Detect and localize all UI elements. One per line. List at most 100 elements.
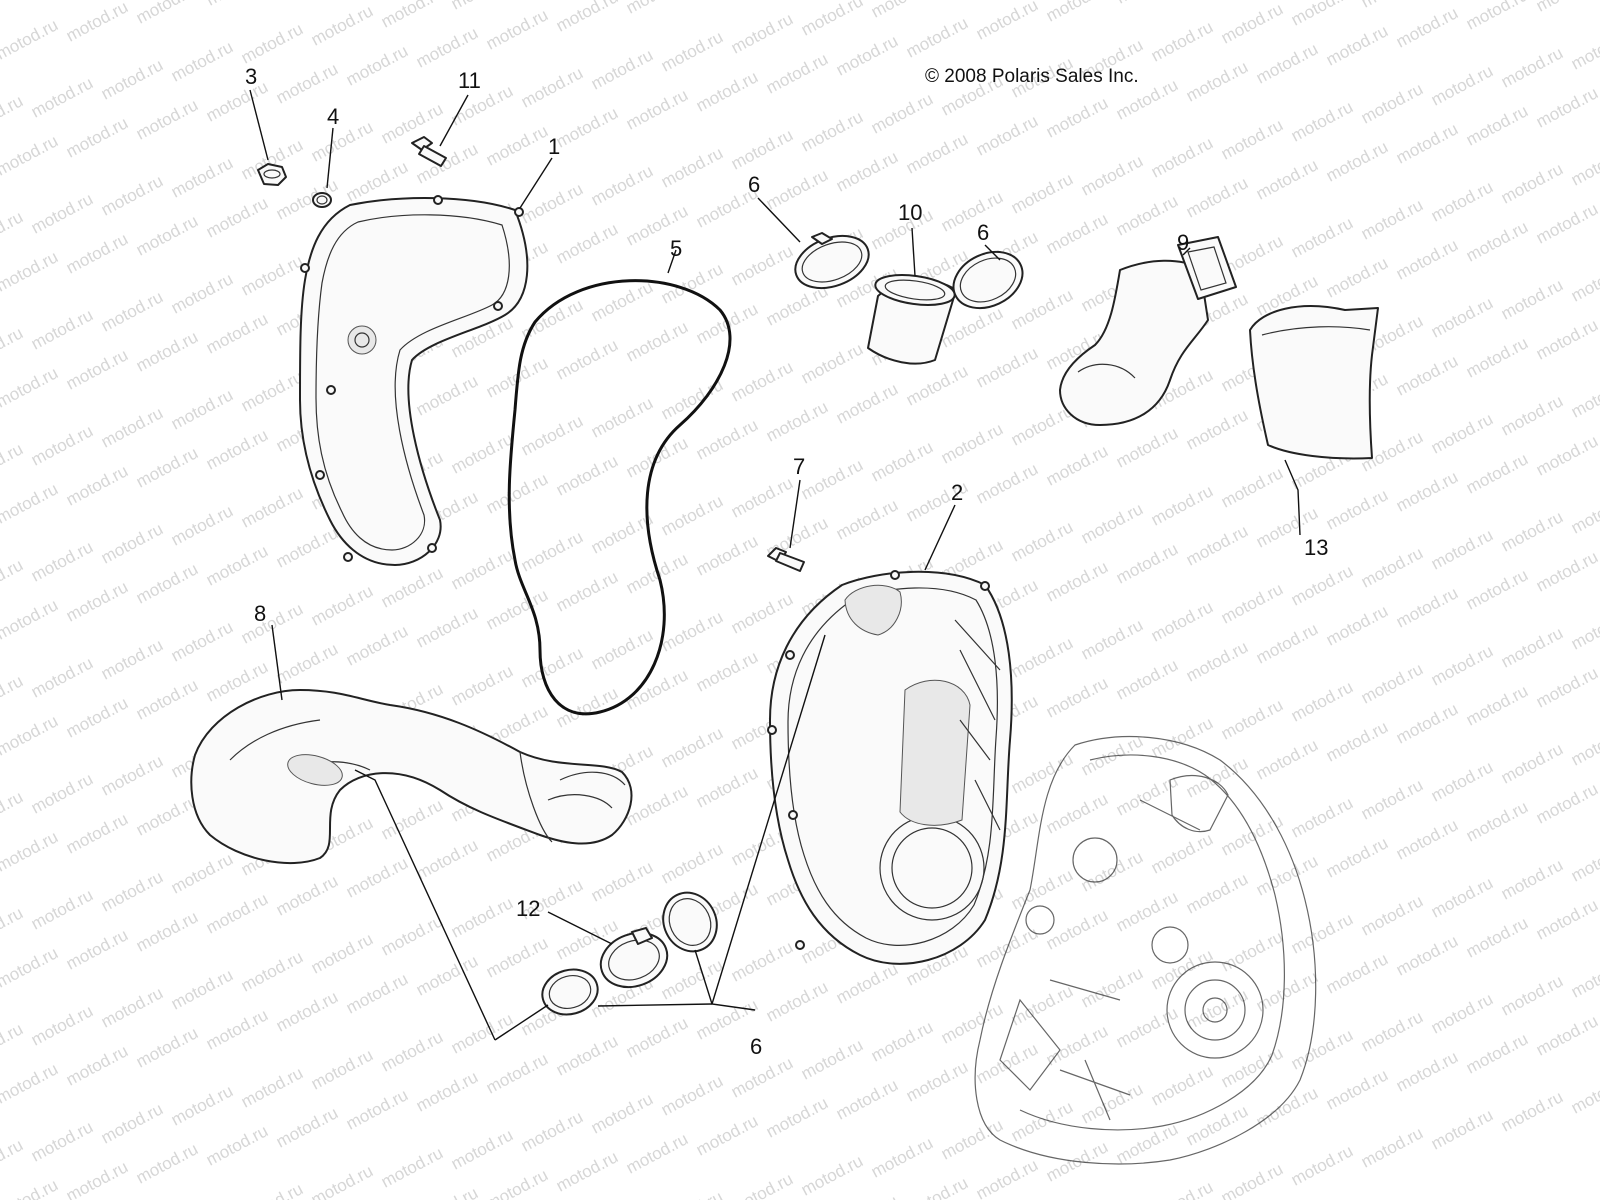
watermark-text: motod.ru [273,639,341,687]
watermark-text: motod.ru [1498,159,1566,207]
watermark-text: motod.ru [1568,257,1600,305]
watermark-text: motod.ru [798,1035,866,1083]
watermark-text: motod.ru [1533,315,1600,363]
watermark-text: motod.ru [623,0,691,18]
watermark-text: motod.ru [203,77,271,125]
watermark-text: motod.ru [1288,561,1356,609]
watermark-text: motod.ru [0,439,26,487]
watermark-text: motod.ru [938,1115,1006,1163]
watermark-text: motod.ru [448,1125,516,1173]
watermark-text: motod.ru [343,41,411,89]
watermark-text: motod.ru [1288,0,1356,30]
watermark-text: motod.ru [658,27,726,75]
watermark-text: motod.ru [1323,21,1391,69]
watermark-text: motod.ru [0,827,61,875]
watermark-text: motod.ru [1218,927,1286,975]
watermark-text: motod.ru [1428,409,1496,457]
watermark-text: motod.ru [658,839,726,887]
watermark-text: motod.ru [273,523,341,571]
watermark-text: motod.ru [1043,209,1111,257]
watermark-text: motod.ru [1568,953,1600,1001]
part-12-clamp [599,927,669,989]
watermark-text: motod.ru [0,131,61,179]
watermark-text: motod.ru [1183,173,1251,221]
watermark-text: motod.ru [518,527,586,575]
watermark-text: motod.ru [0,1059,61,1107]
watermark-text: motod.ru [238,367,306,415]
watermark-text: motod.ru [1288,909,1356,957]
watermark-text: motod.ru [448,429,516,477]
watermark-text: motod.ru [28,653,96,701]
watermark-text: motod.ru [728,589,796,637]
watermark-text: motod.ru [28,1117,96,1165]
watermark-text: motod.ru [1463,1029,1531,1077]
copyright-text: © 2008 Polaris Sales Inc. [925,66,1139,87]
watermark-text: motod.ru [203,541,271,589]
watermark-text: motod.ru [1078,963,1146,1011]
watermark-text: motod.ru [413,1183,481,1200]
watermark-text: motod.ru [203,0,271,10]
watermark-text: motod.ru [1008,285,1076,333]
watermark-text: motod.ru [133,327,201,375]
watermark-text: motod.ru [273,987,341,1035]
watermark-text: motod.ru [1498,971,1566,1019]
watermark-text: motod.ru [343,969,411,1017]
watermark-text: motod.ru [1183,57,1251,105]
watermark-text: motod.ru [553,567,621,615]
watermark-text: motod.ru [483,469,551,517]
watermark-text: motod.ru [378,99,446,147]
watermark-text: motod.ru [763,165,831,213]
watermark-text: motod.ru [1358,543,1426,591]
watermark-text: motod.ru [238,599,306,647]
watermark-text: motod.ru [1148,481,1216,529]
watermark-text: motod.ru [413,951,481,999]
watermark-text: motod.ru [1393,3,1461,51]
watermark-text: motod.ru [553,0,621,36]
watermark-text: motod.ru [1428,525,1496,573]
part-1-outer-cover [299,195,529,566]
watermark-text: motod.ru [798,0,866,40]
watermark-text: motod.ru [973,0,1041,44]
callout-5: 5 [670,236,682,261]
watermark-text: motod.ru [168,269,236,317]
callout-13: 13 [1304,535,1328,560]
watermark-text: motod.ru [63,809,131,857]
watermark-text: motod.ru [63,925,131,973]
watermark-text: motod.ru [868,0,936,22]
watermark-text: motod.ru [1043,905,1111,953]
watermark-text: motod.ru [553,1147,621,1195]
watermark-text: motod.ru [1323,949,1391,997]
watermark-text: motod.ru [28,73,96,121]
watermark-text: motod.ru [1323,601,1391,649]
watermark-text: motod.ru [1218,811,1286,859]
watermark-text: motod.ru [98,867,166,915]
watermark-text: motod.ru [1358,195,1426,243]
watermark-text: motod.ru [1498,507,1566,555]
watermark-text: motod.ru [1113,539,1181,587]
watermark-text: motod.ru [1323,1065,1391,1113]
watermark-text: motod.ru [63,1157,131,1200]
watermark-text: motod.ru [518,179,586,227]
watermark-text: motod.ru [1148,1177,1216,1200]
watermark-text: motod.ru [1288,213,1356,261]
watermark-text: motod.ru [28,537,96,585]
watermark-text: motod.ru [413,371,481,419]
watermark-text: motod.ru [0,207,26,255]
watermark-text: motod.ru [413,23,481,71]
watermark-text: motod.ru [658,143,726,191]
watermark-text: motod.ru [1568,1069,1600,1117]
watermark-text: motod.ru [1463,101,1531,149]
watermark-text: motod.ru [63,345,131,393]
watermark-text: motod.ru [203,1121,271,1169]
watermark-text: motod.ru [343,853,411,901]
watermark-text: motod.ru [1393,699,1461,747]
watermark-text: motod.ru [1498,43,1566,91]
watermark-text: motod.ru [168,1081,236,1129]
watermark-text: motod.ru [553,1031,621,1079]
watermark-text: motod.ru [483,1049,551,1097]
callout-2: 2 [951,480,963,505]
watermark-text: motod.ru [1253,39,1321,87]
watermark-text: motod.ru [938,999,1006,1047]
watermark-text: motod.ru [98,635,166,683]
